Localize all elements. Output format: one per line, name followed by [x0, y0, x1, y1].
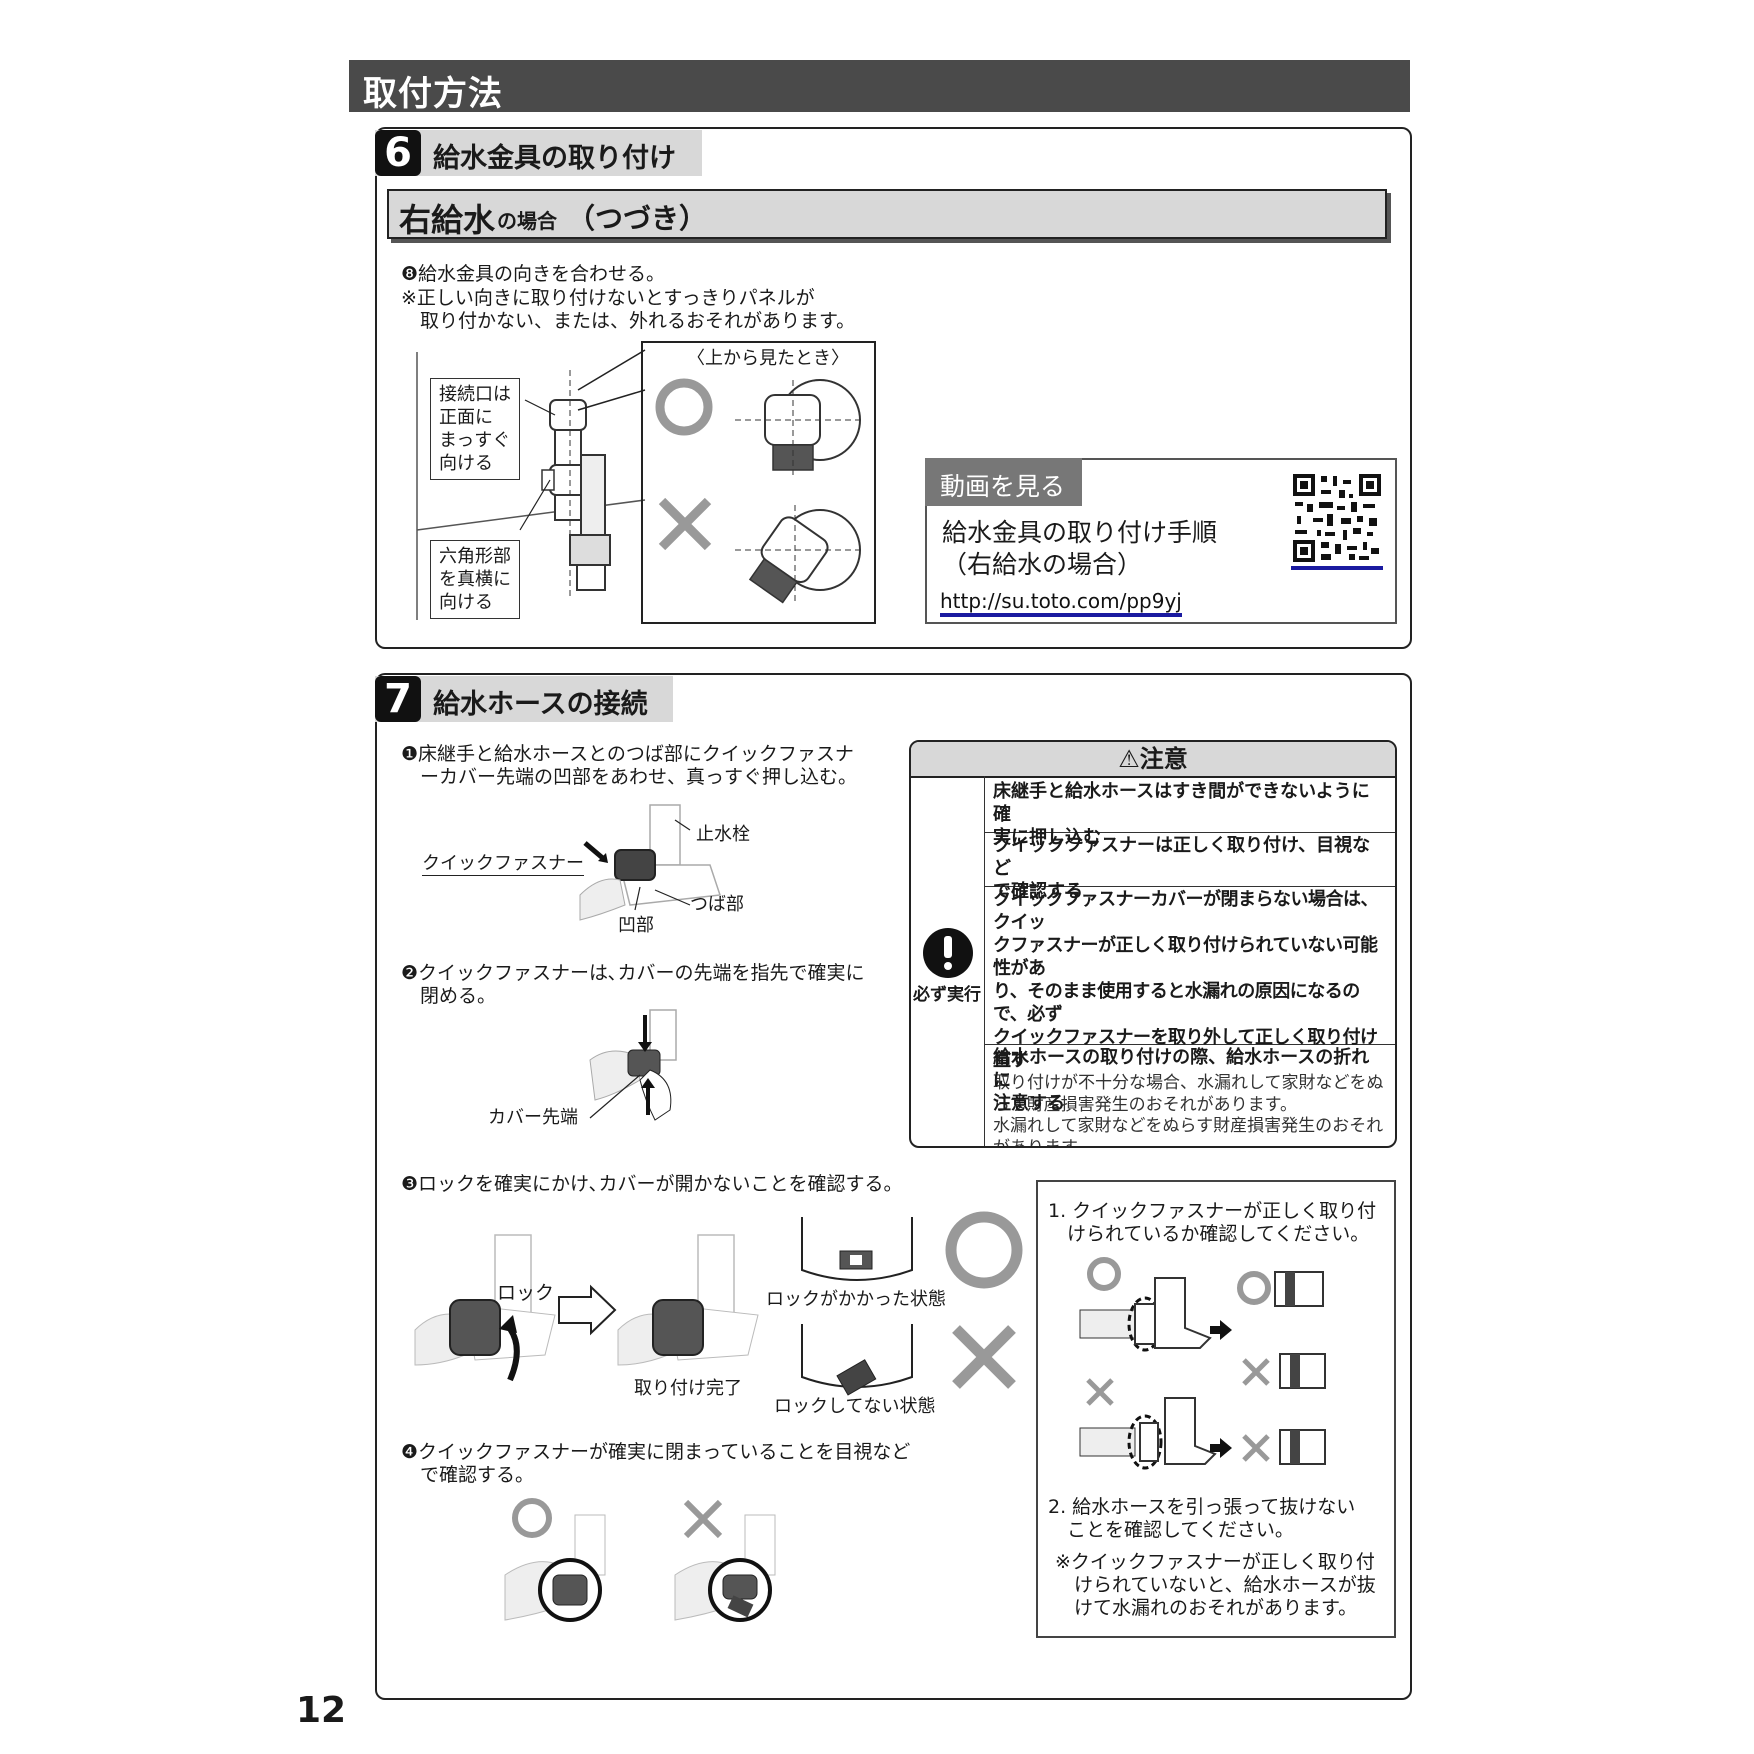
section-header: 取付方法 — [349, 60, 1410, 114]
label-unlocked-state: ロックしてない状態 — [774, 1396, 936, 1417]
subtitle-small: の場合 — [497, 209, 557, 233]
caution-title: 注意 — [1139, 745, 1188, 773]
section-title: 取付方法 — [363, 74, 503, 114]
ok-circle-icon — [655, 378, 713, 436]
step6-title: 給水金具の取り付け — [433, 143, 676, 174]
caution-row-4-note: 水漏れして家財などをぬらす財産損害発生のおそれ があります。 — [993, 1116, 1384, 1148]
step6-titlebar: 6 給水金具の取り付け — [375, 130, 702, 176]
subtitle-cont: （つづき） — [567, 202, 708, 235]
caution-row-2-bold: クイックファスナーは正しく取り付け、目視など で確認する — [993, 835, 1371, 902]
step7-item3: ❸ロックを確実にかけ､カバーが開かないことを確認する。 — [401, 1173, 903, 1195]
step7-titlebar: 7 給水ホースの接続 — [375, 676, 673, 722]
unlocked-state-illustration — [801, 1324, 913, 1396]
caution-row-1: 床継手と給水ホースはすき間ができないように確 実に押し込む — [985, 778, 1395, 848]
step7-box — [375, 673, 1412, 1700]
ng-cross-icon — [658, 497, 712, 551]
label-stop-valve: 止水栓 — [696, 824, 750, 845]
step6-box — [375, 127, 1412, 649]
checklist-item2: 2. 給水ホースを引っ張って抜けない ことを確認してください。 — [1048, 1496, 1356, 1541]
finger-close-illustration — [589, 1009, 677, 1121]
step6-note: ※正しい向きに取り付けないとすっきりパネルが 取り付かない、または、外れるおそれ… — [401, 287, 856, 332]
checklist-box — [1036, 1180, 1396, 1638]
label-quick-fastener: クイックファスナー — [422, 853, 584, 876]
qr-code-icon[interactable] — [1291, 472, 1383, 570]
checklist-note: ※クイックファスナーが正しく取り付 けられていないと、給水ホースが抜 けて水漏れ… — [1055, 1551, 1376, 1619]
video-tag: 動画を見る — [925, 458, 1082, 506]
ng-cross-icon — [683, 1499, 723, 1539]
caution-row-3: クイックファスナーカバーが閉まらない場合は、クイッ クファスナーが正しく取り付け… — [985, 886, 1395, 1115]
caution-box: ⚠注意 床継手と給水ホースはすき間ができないように確 実に押し込む クイックファ… — [909, 740, 1397, 1148]
step6-instruction: ❽給水金具の向きを合わせる。 — [401, 263, 666, 285]
checklist-item1: 1. クイックファスナーが正しく取り付 けられているか確認してください。 — [1048, 1200, 1377, 1245]
label-lock: ロック — [497, 1282, 555, 1304]
label-tsuba: つば部 — [690, 894, 744, 915]
step7-item2: ❷クイックファスナーは､カバーの先端を指先で確実に 閉める。 — [401, 962, 865, 1007]
ng-cross-icon — [952, 1325, 1016, 1389]
topview-wrong-illustration — [735, 505, 865, 605]
locked-state-illustration — [801, 1217, 913, 1281]
topview-correct-illustration — [735, 379, 865, 475]
step6-number: 6 — [375, 130, 421, 176]
caution-side-label: 必ず実行 — [913, 985, 981, 1005]
page-number: 12 — [296, 1690, 347, 1731]
label-connection: 接続口は 正面に まっすぐ 向ける — [430, 378, 520, 480]
topview-box — [641, 341, 876, 624]
subtitle-main: 右給水 — [399, 201, 496, 239]
lock-after-illustration — [617, 1234, 759, 1366]
video-title: 給水金具の取り付け手順 （右給水の場合） — [942, 518, 1218, 579]
step7-title: 給水ホースの接続 — [433, 689, 648, 720]
step7-item4: ❹クイックファスナーが確実に閉まっていることを目視など で確認する。 — [401, 1441, 911, 1486]
label-cover-tip: カバー先端 — [488, 1107, 578, 1128]
visual-check-ng-illustration — [674, 1514, 776, 1622]
topview-label: 〈上から見たとき〉 — [687, 348, 849, 369]
caution-row-4: 給水ホースの取り付けの際、給水ホースの折れに 注意する 水漏れして家財などをぬら… — [985, 1044, 1395, 1146]
caution-row-2: クイックファスナーは正しく取り付け、目視など で確認する — [985, 832, 1395, 902]
label-kobu: 凹部 — [618, 915, 654, 936]
ok-circle-icon — [512, 1498, 552, 1538]
caution-row-3-bold: クイックファスナーカバーが閉まらない場合は、クイッ クファスナーが正しく取り付け… — [993, 889, 1379, 1071]
arrow-right-icon — [558, 1284, 617, 1336]
label-hex: 六角形部 を真横に 向ける — [430, 540, 520, 619]
label-locked-state: ロックがかかった状態 — [766, 1289, 946, 1310]
hose-connect-illustration — [579, 804, 722, 921]
step7-number: 7 — [375, 676, 421, 722]
caution-row-3-note: 取り付けが不十分な場合、水漏れして家財などをぬ らす財産損害発生のおそれがありま… — [993, 1073, 1384, 1115]
video-box — [925, 458, 1397, 624]
checklist-connection-illustration — [1079, 1257, 1326, 1470]
visual-check-ok-illustration — [504, 1514, 606, 1622]
step7-item1: ❶床継手と給水ホースとのつば部にクイックファスナ ーカバー先端の凹部をあわせ、真… — [401, 743, 858, 788]
step6-subtitle-bar: 右給水 の場合 （つづき） — [387, 189, 1387, 239]
lock-before-illustration — [414, 1234, 556, 1382]
ok-circle-icon — [945, 1211, 1023, 1289]
exclamation-icon — [923, 928, 973, 978]
fitting-illustration — [416, 349, 646, 620]
caution-header: ⚠注意 — [911, 742, 1395, 778]
caution-row-4-bold: 給水ホースの取り付けの際、給水ホースの折れに 注意する — [993, 1047, 1370, 1114]
video-link[interactable]: http://su.toto.com/pp9yj — [940, 589, 1182, 617]
label-install-done: 取り付け完了 — [634, 1378, 742, 1399]
caution-row-1-bold: 床継手と給水ホースはすき間ができないように確 実に押し込む — [993, 781, 1370, 848]
video-tag-label: 動画を見る — [940, 472, 1066, 501]
